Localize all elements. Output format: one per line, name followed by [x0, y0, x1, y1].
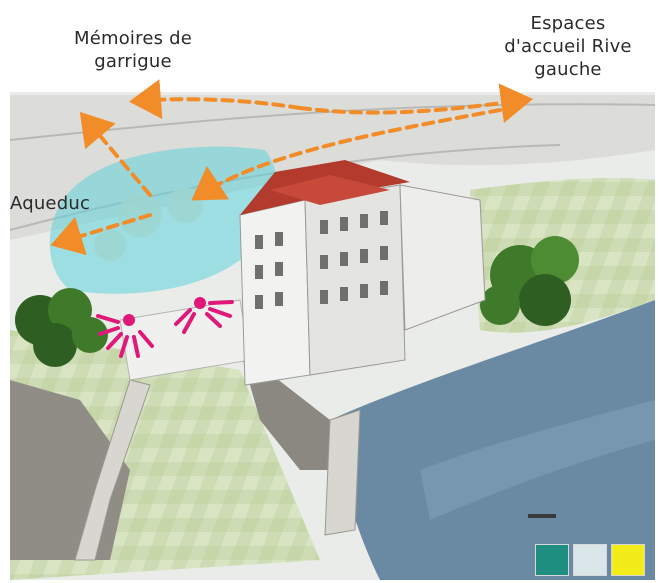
river	[330, 300, 655, 580]
badge-row	[535, 544, 655, 580]
scale-mark	[528, 514, 556, 518]
arrow-to-memoires	[79, 111, 152, 197]
arrow-rive-gauche	[191, 108, 502, 201]
label-espaces-accueil: Espaces d'accueil Rive gauche	[483, 12, 653, 81]
main-building	[239, 160, 486, 386]
circulation-arrows	[50, 79, 533, 256]
arrow-promenade-left	[129, 79, 302, 120]
wheelchair-badge-icon	[611, 544, 645, 576]
river-highlight	[420, 400, 655, 520]
label-line: gauche	[534, 59, 602, 80]
heritage-badge-icon	[573, 544, 607, 576]
label-line: Mémoires de	[73, 28, 193, 49]
label-memoires-de-garrigue: Mémoires de garrigue	[48, 27, 218, 73]
viewpoint-marker-1	[96, 314, 154, 358]
label-line: d'accueil Rive	[504, 36, 632, 57]
label-line: garrigue	[94, 51, 172, 72]
arrow-to-aqueduc	[50, 213, 152, 256]
viewpoint-marker-2	[174, 297, 234, 334]
arrow-promenade-right	[298, 83, 533, 123]
stairs-left	[74, 379, 151, 561]
label-line: Espaces	[530, 13, 606, 34]
tree-cluster-left	[15, 288, 108, 367]
tree	[167, 187, 203, 223]
tree	[118, 193, 162, 237]
tree	[94, 229, 126, 261]
label-aqueduc: Aqueduc	[10, 193, 91, 214]
tree-cluster-right	[480, 236, 579, 326]
stairs-right	[324, 409, 361, 536]
accessibility-badge-icon	[535, 544, 569, 576]
